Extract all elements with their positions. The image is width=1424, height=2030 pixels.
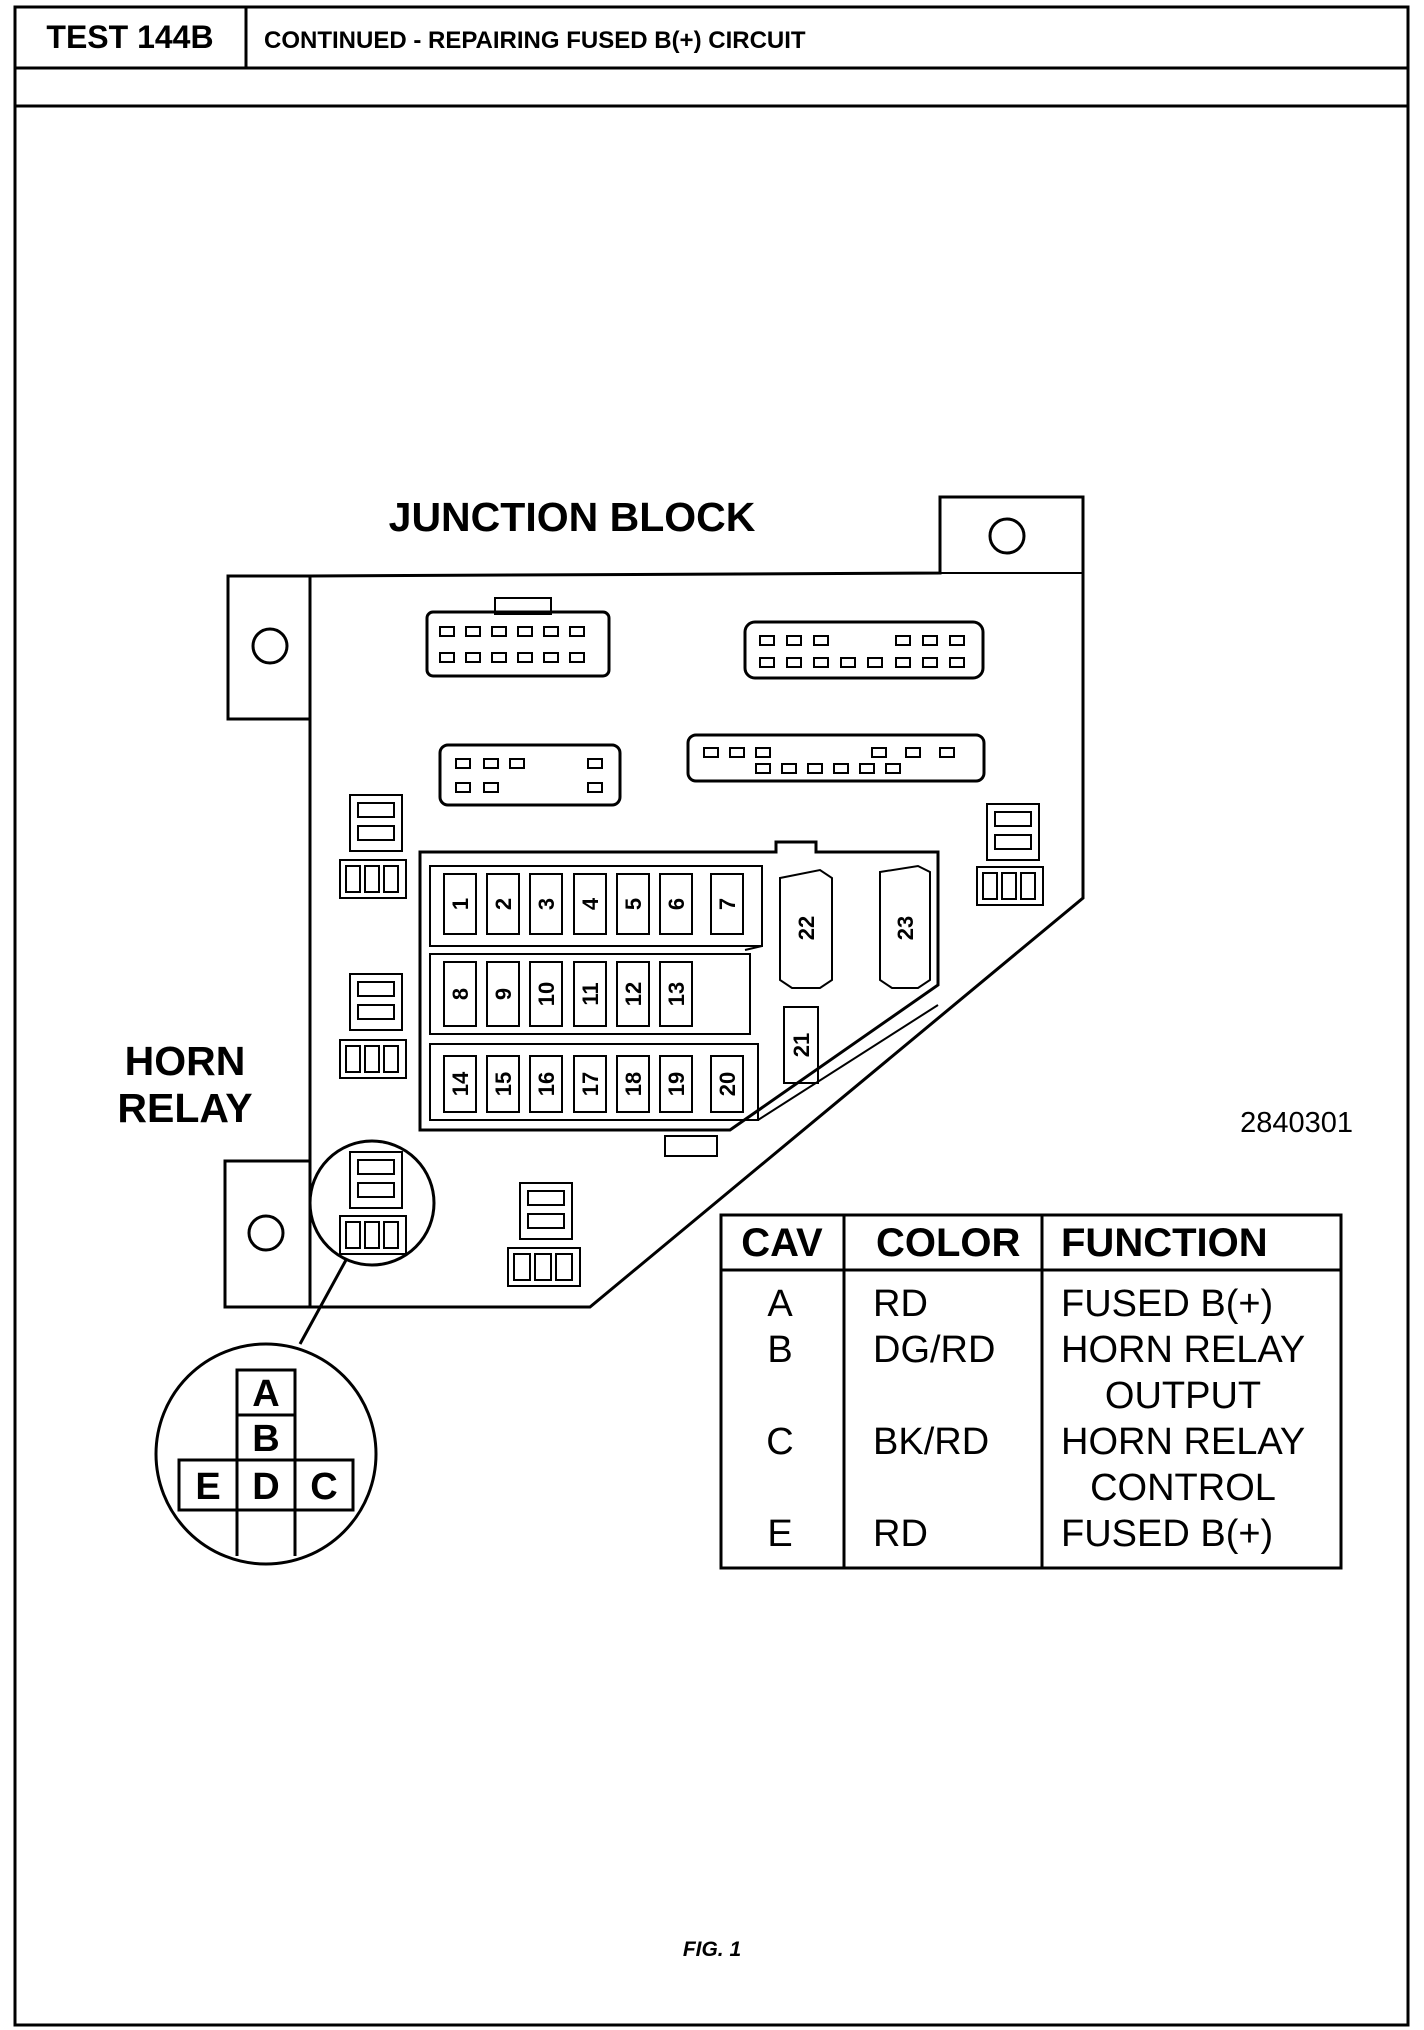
figure-label: FIG. 1 [683,1938,741,1961]
maxi-fuse-22 [779,868,833,989]
cavity-table: CAV COLOR FUNCTION A RD FUSED B(+) B DG/… [719,1213,1343,1570]
pin-label-a: A [252,1373,279,1415]
lower-left-mount-hole [247,1214,285,1252]
maxi-fuse-23 [879,864,931,989]
pin-detail-circle [154,1342,378,1566]
pin-label-b: B [252,1418,279,1460]
panel-divider-stub [744,945,763,951]
row-a-color: RD [873,1283,928,1325]
header-color: COLOR [876,1221,1021,1265]
fuse-label-15: 15 [491,1072,516,1096]
maxi-fuse-21 [783,1006,819,1084]
row-e-cav: E [767,1513,792,1555]
connector-middle-right [686,733,986,783]
fuse-label-21: 21 [789,1033,814,1057]
pin-label-e: E [195,1466,220,1508]
fuse-label-6: 6 [664,898,689,910]
row-c-function-line1: HORN RELAY [1061,1421,1305,1463]
row-b-cav: B [767,1329,792,1371]
row-e-color: RD [873,1513,928,1555]
connector-top-right [743,620,985,680]
horn-relay-label-line2: RELAY [117,1085,252,1131]
horn-relay [339,1151,407,1255]
fuse-row-2-frame [429,953,751,1035]
page-border [13,5,1410,2027]
fuse-label-19: 19 [664,1072,689,1096]
fuse-label-23: 23 [893,916,918,940]
header-title: CONTINUED - REPAIRING FUSED B(+) CIRCUIT [264,27,806,54]
relay-bottom-center [507,1182,581,1287]
lower-left-mount-ear [223,1159,310,1309]
cavity-table-border [719,1213,1343,1570]
junction-block-outline [308,495,1085,1309]
row-c-cav: C [766,1421,793,1463]
relay-middle-left [339,973,407,1079]
fuse-label-7: 7 [715,898,740,910]
fuse-row-3 [443,1055,744,1113]
test-id: TEST 144B [46,19,213,55]
fuse-label-10: 10 [534,982,559,1006]
diagram-number: 2840301 [1240,1107,1353,1139]
fuse-label-4: 4 [578,897,603,910]
fuse-row-2-labels: 8 9 10 11 12 13 [448,982,689,1006]
row-b-color: DG/RD [873,1329,995,1371]
relay-right [976,803,1044,906]
pin-label-c: C [310,1466,337,1508]
row-e-function: FUSED B(+) [1061,1513,1273,1555]
fuse-panel-outer [418,840,940,1132]
fuse-label-14: 14 [448,1071,473,1096]
relay-upper-left [339,794,407,899]
upper-left-mount-hole [251,627,289,665]
row-c-color: BK/RD [873,1421,989,1463]
fuse-row-1-labels: 1 2 3 4 5 6 7 [448,897,740,910]
row-a-cav: A [767,1283,793,1325]
fuse-label-3: 3 [534,898,559,910]
upper-right-mount-hole [988,517,1026,555]
upper-left-mount-ear [226,574,310,721]
row-a-function: FUSED B(+) [1061,1283,1273,1325]
connector-top-left [425,597,611,678]
fuse-label-20: 20 [715,1072,740,1096]
fuse-row-2 [443,961,693,1027]
fuse-label-9: 9 [491,988,516,1000]
fuse-label-12: 12 [621,982,646,1006]
fuse-label-1: 1 [448,898,473,910]
fuse-row-3-labels: 14 15 16 17 18 19 20 [448,1071,740,1096]
row-c-function-line2: CONTROL [1090,1467,1276,1509]
header-cav: CAV [741,1221,823,1265]
fuse-label-11: 11 [578,982,603,1005]
fuse-label-22: 22 [794,916,819,940]
horn-relay-leader-line [298,1259,348,1345]
fuse-label-17: 17 [578,1072,603,1096]
header-function: FUNCTION [1061,1221,1268,1265]
horn-relay-highlight-circle [308,1139,436,1267]
connector-middle-left [438,743,622,807]
fuse-label-13: 13 [664,982,689,1006]
fuse-label-16: 16 [534,1072,559,1096]
fuse-panel-diagonal-rule [757,1004,939,1121]
fuse-label-8: 8 [448,988,473,1000]
fuse-label-18: 18 [621,1072,646,1096]
fuse-label-2: 2 [491,898,516,910]
row-b-function-line1: HORN RELAY [1061,1329,1305,1371]
horn-relay-label-line1: HORN [125,1038,246,1084]
junction-block-title: JUNCTION BLOCK [389,494,756,540]
pin-detail-grid [177,1368,355,1556]
fuse-panel-latch [664,1135,718,1157]
pin-label-d: D [252,1466,279,1508]
fuse-row-1 [443,873,744,935]
fuse-label-5: 5 [621,898,646,910]
maxi-fuses: 21 22 23 [779,864,931,1084]
row-b-function-line2: OUTPUT [1105,1375,1261,1417]
